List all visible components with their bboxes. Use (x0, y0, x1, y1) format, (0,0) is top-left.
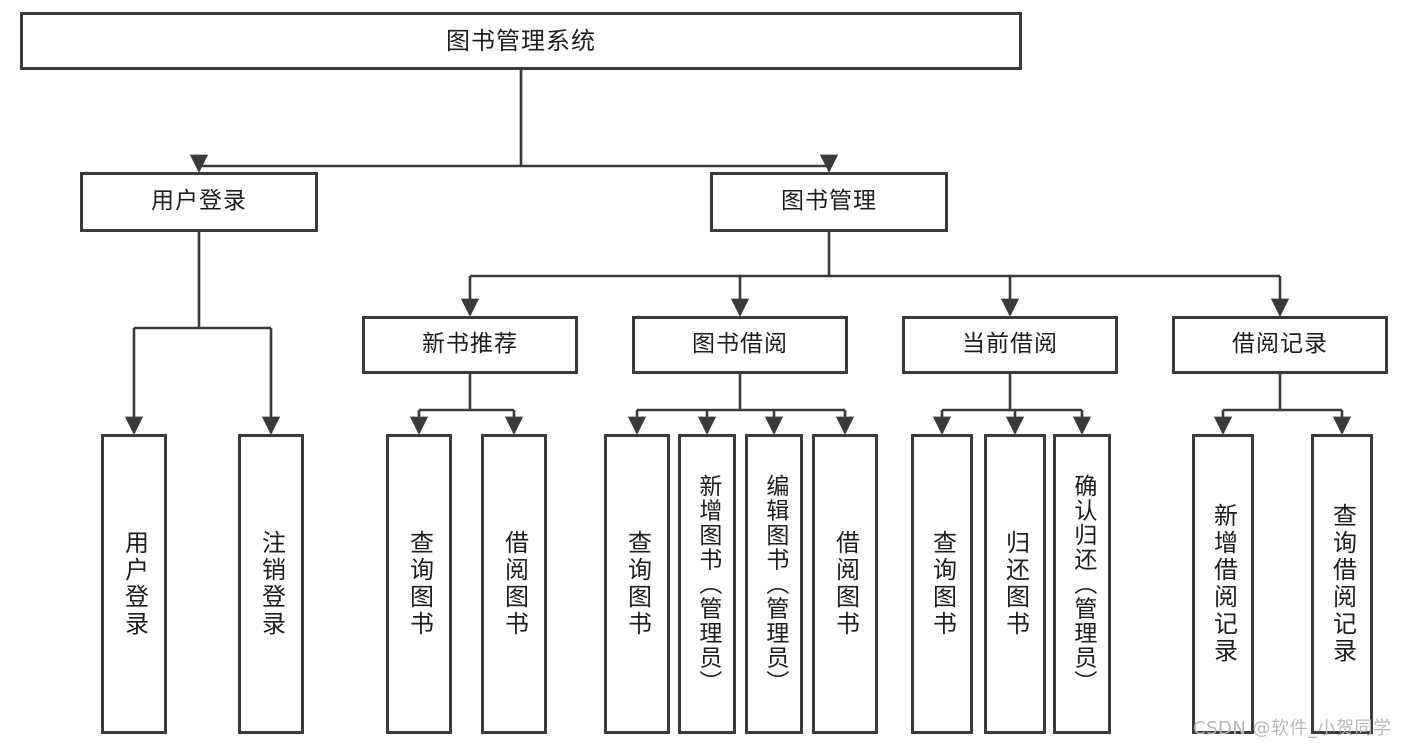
node-leaf-edit-book[interactable]: 编辑图书（管理员） (745, 434, 803, 734)
node-leaf-return-book[interactable]: 归还图书 (984, 434, 1046, 734)
node-root[interactable]: 图书管理系统 (20, 12, 1022, 70)
node-leaf-logout[interactable]: 注销登录 (238, 434, 304, 734)
node-new-book-rec-label: 新书推荐 (422, 331, 518, 358)
node-leaf-logout-label: 注销登录 (257, 530, 286, 638)
node-book-manage[interactable]: 图书管理 (710, 172, 948, 232)
node-leaf-confirm-return[interactable]: 确认归还（管理员） (1053, 434, 1111, 734)
node-leaf-query-record-label: 查询借阅记录 (1328, 503, 1357, 665)
node-user-login[interactable]: 用户登录 (80, 172, 318, 232)
node-borrow-record-label: 借阅记录 (1232, 331, 1328, 358)
node-book-borrow[interactable]: 图书借阅 (632, 316, 848, 374)
node-root-label: 图书管理系统 (446, 26, 596, 55)
node-leaf-add-book-label: 新增图书（管理员） (694, 473, 721, 695)
node-new-book-rec[interactable]: 新书推荐 (362, 316, 578, 374)
node-current-borrow-label: 当前借阅 (962, 331, 1058, 358)
node-leaf-query-record[interactable]: 查询借阅记录 (1311, 434, 1373, 734)
node-leaf-user-login[interactable]: 用户登录 (101, 434, 167, 734)
node-leaf-query-book-3[interactable]: 查询图书 (911, 434, 973, 734)
node-leaf-borrow-book-2-label: 借阅图书 (831, 530, 860, 638)
node-user-login-label: 用户登录 (151, 188, 247, 215)
node-leaf-confirm-return-label: 确认归还（管理员） (1069, 473, 1096, 695)
node-leaf-borrow-book-1[interactable]: 借阅图书 (481, 434, 547, 734)
node-leaf-borrow-book-1-label: 借阅图书 (500, 530, 529, 638)
node-leaf-return-book-label: 归还图书 (1001, 530, 1030, 638)
node-leaf-query-book-1[interactable]: 查询图书 (386, 434, 452, 734)
node-leaf-edit-book-label: 编辑图书（管理员） (761, 473, 788, 695)
node-current-borrow[interactable]: 当前借阅 (902, 316, 1118, 374)
node-leaf-add-book[interactable]: 新增图书（管理员） (678, 434, 736, 734)
node-leaf-user-login-label: 用户登录 (120, 530, 149, 638)
node-leaf-query-book-1-label: 查询图书 (405, 530, 434, 638)
node-leaf-borrow-book-2[interactable]: 借阅图书 (812, 434, 878, 734)
node-leaf-query-book-2-label: 查询图书 (623, 530, 652, 638)
node-book-manage-label: 图书管理 (781, 188, 877, 215)
watermark: CSDN @软件_小贺同学 (1193, 718, 1392, 739)
node-leaf-add-record[interactable]: 新增借阅记录 (1192, 434, 1254, 734)
node-leaf-add-record-label: 新增借阅记录 (1209, 503, 1238, 665)
node-borrow-record[interactable]: 借阅记录 (1172, 316, 1388, 374)
node-book-borrow-label: 图书借阅 (692, 331, 788, 358)
node-leaf-query-book-2[interactable]: 查询图书 (604, 434, 670, 734)
node-leaf-query-book-3-label: 查询图书 (928, 530, 957, 638)
